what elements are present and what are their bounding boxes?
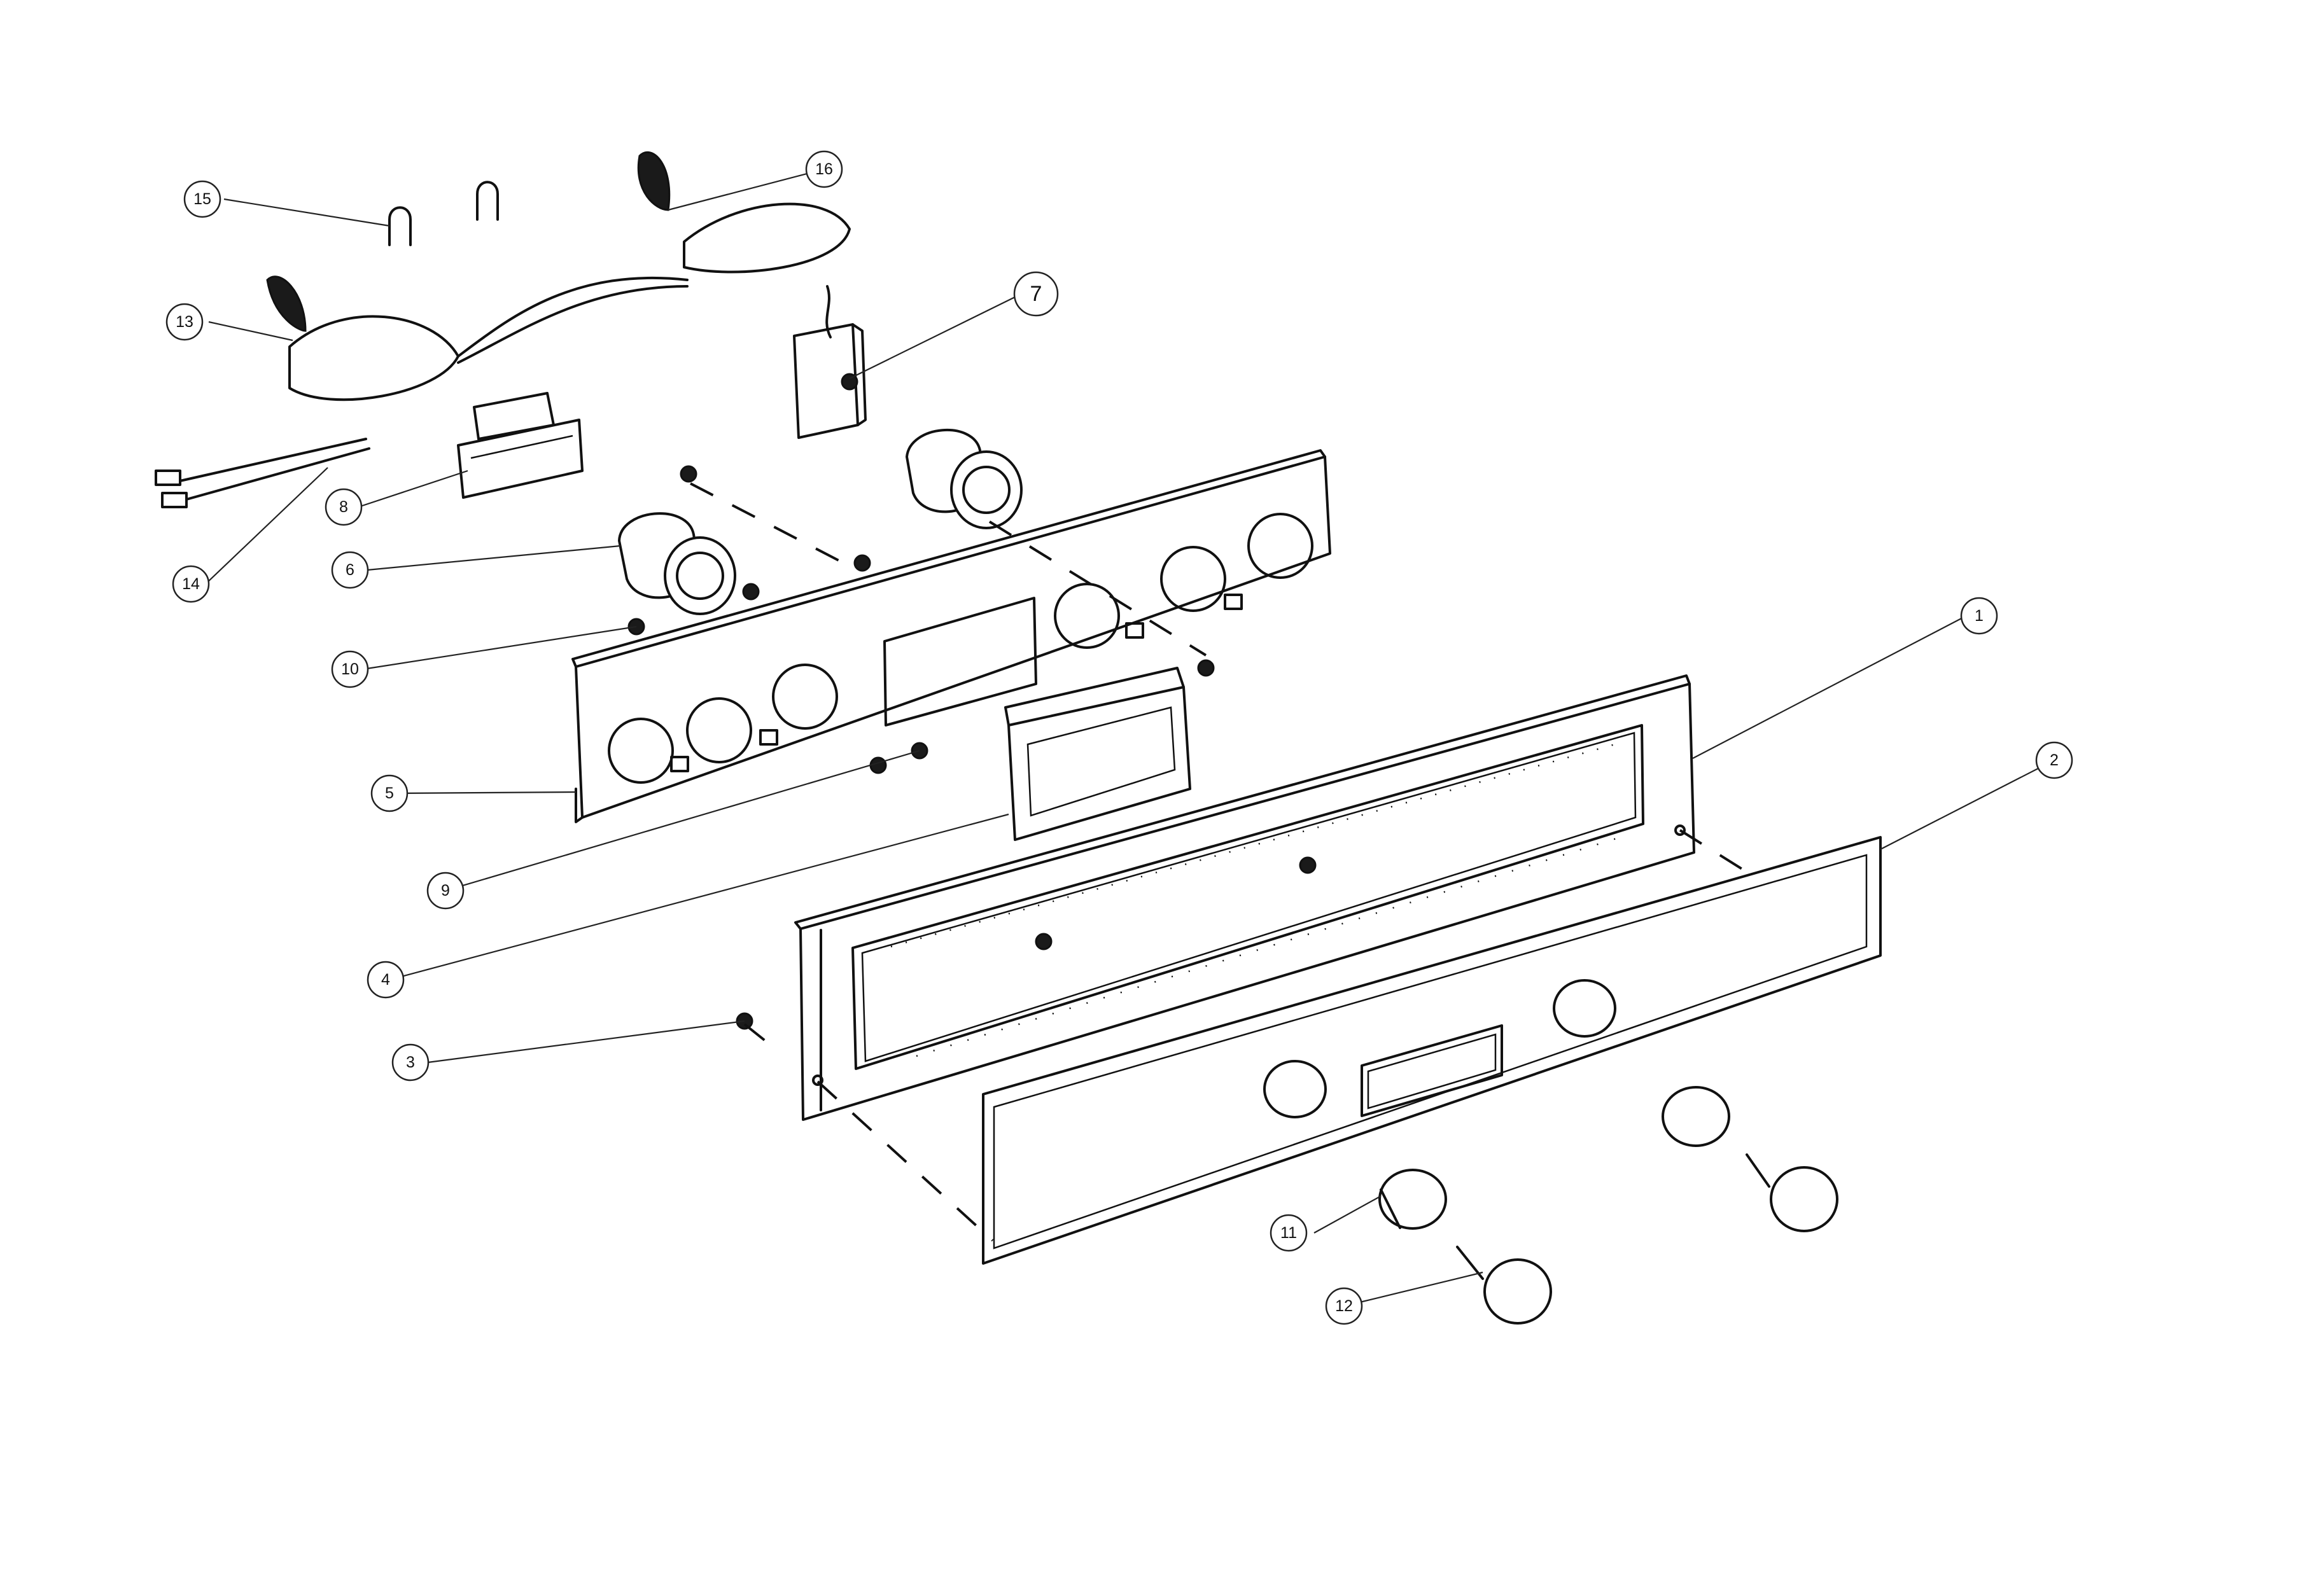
part-selector-switch-left xyxy=(618,512,736,615)
svg-text:9: 9 xyxy=(441,882,450,900)
callout-15: 15 xyxy=(183,180,221,218)
callout-1: 1 xyxy=(1960,597,1998,635)
svg-text:16: 16 xyxy=(815,160,833,178)
part-display-module xyxy=(1004,667,1191,841)
part-terminal-block xyxy=(457,392,584,499)
callout-9: 9 xyxy=(426,872,465,910)
part-control-knob-left xyxy=(1456,1246,1552,1325)
alignment-lines xyxy=(690,482,1758,1242)
screws xyxy=(627,465,1317,1030)
part-thermostat xyxy=(793,285,867,439)
part-trim-frame xyxy=(794,674,1695,1121)
part-front-fascia-panel xyxy=(982,836,1882,1265)
callout-16: 16 xyxy=(805,150,843,188)
part-knob-bezel-right xyxy=(1662,1086,1730,1147)
callout-8: 8 xyxy=(325,488,363,526)
callout-5: 5 xyxy=(370,774,409,812)
callout-2: 2 xyxy=(2035,741,2073,779)
callout-3: 3 xyxy=(391,1043,430,1082)
svg-text:13: 13 xyxy=(176,313,193,331)
svg-text:5: 5 xyxy=(385,784,394,802)
svg-text:14: 14 xyxy=(182,575,200,593)
svg-text:10: 10 xyxy=(341,660,359,678)
callout-leaders xyxy=(205,168,2055,1307)
callout-11: 11 xyxy=(1270,1214,1308,1252)
callout-12: 12 xyxy=(1325,1287,1363,1325)
svg-text:4: 4 xyxy=(381,971,390,989)
part-selector-switch-right xyxy=(906,428,1023,529)
callout-4: 4 xyxy=(367,961,405,999)
part-retaining-clips xyxy=(388,181,499,246)
part-control-knob-right xyxy=(1746,1153,1838,1232)
svg-text:11: 11 xyxy=(1280,1224,1297,1242)
callout-7: 7 xyxy=(1013,271,1059,317)
part-knob-bezel-left xyxy=(1378,1169,1447,1230)
svg-text:7: 7 xyxy=(1030,282,1042,306)
callout-13: 13 xyxy=(165,303,204,341)
part-temperature-sensor xyxy=(155,438,370,508)
svg-text:1: 1 xyxy=(1975,607,1984,625)
svg-text:8: 8 xyxy=(339,498,348,516)
callout-10: 10 xyxy=(331,650,369,688)
svg-text:2: 2 xyxy=(2050,751,2059,769)
part-wiring-harness xyxy=(266,202,851,401)
svg-text:15: 15 xyxy=(193,190,211,208)
svg-text:12: 12 xyxy=(1335,1297,1353,1315)
svg-text:6: 6 xyxy=(346,561,354,579)
part-mounting-plate xyxy=(571,449,1331,823)
callout-14: 14 xyxy=(172,565,210,603)
svg-text:3: 3 xyxy=(406,1054,415,1071)
callout-6: 6 xyxy=(331,551,369,589)
part-chain-clip xyxy=(637,151,671,211)
